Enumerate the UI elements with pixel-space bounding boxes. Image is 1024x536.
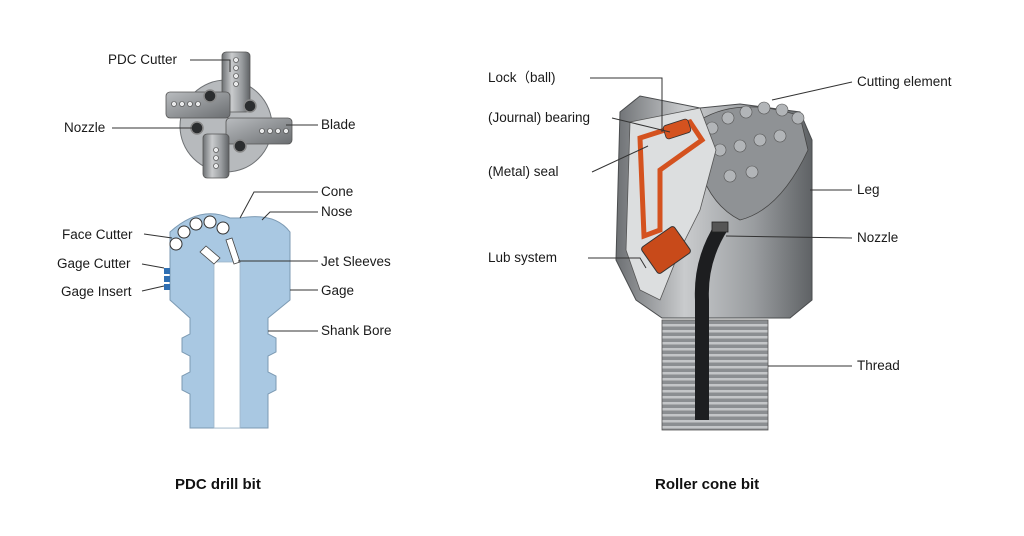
label-face-cutter: Face Cutter <box>62 227 133 242</box>
label-nose: Nose <box>321 204 353 219</box>
pdc-top-view <box>165 51 293 179</box>
label-pdc-cutter: PDC Cutter <box>108 52 178 67</box>
label-jet-sleeves: Jet Sleeves <box>321 254 391 269</box>
label-cutting-element: Cutting element <box>857 74 952 89</box>
label-nozzle-roller: Nozzle <box>857 230 899 245</box>
caption-pdc-drill-bit: PDC drill bit <box>175 476 261 493</box>
label-leg: Leg <box>857 182 880 197</box>
label-journal-bearing: (Journal) bearing <box>488 110 591 125</box>
pdc-cross-section <box>164 213 291 429</box>
label-nozzle-pdc: Nozzle <box>64 120 106 135</box>
label-thread: Thread <box>857 358 900 373</box>
label-cone: Cone <box>321 184 354 199</box>
label-lub-system: Lub system <box>488 250 558 265</box>
label-gage-cutter: Gage Cutter <box>57 256 131 271</box>
label-gage: Gage <box>321 283 355 298</box>
label-shank-bore: Shank Bore <box>321 323 392 338</box>
label-gage-insert: Gage Insert <box>61 284 132 299</box>
roller-cone-bit <box>615 95 813 431</box>
label-metal-seal: (Metal) seal <box>488 164 559 179</box>
leader-lines <box>112 59 853 367</box>
label-blade: Blade <box>321 117 356 132</box>
label-lock-ball: Lock（ball) <box>488 70 556 85</box>
caption-roller-cone-bit: Roller cone bit <box>655 476 760 493</box>
